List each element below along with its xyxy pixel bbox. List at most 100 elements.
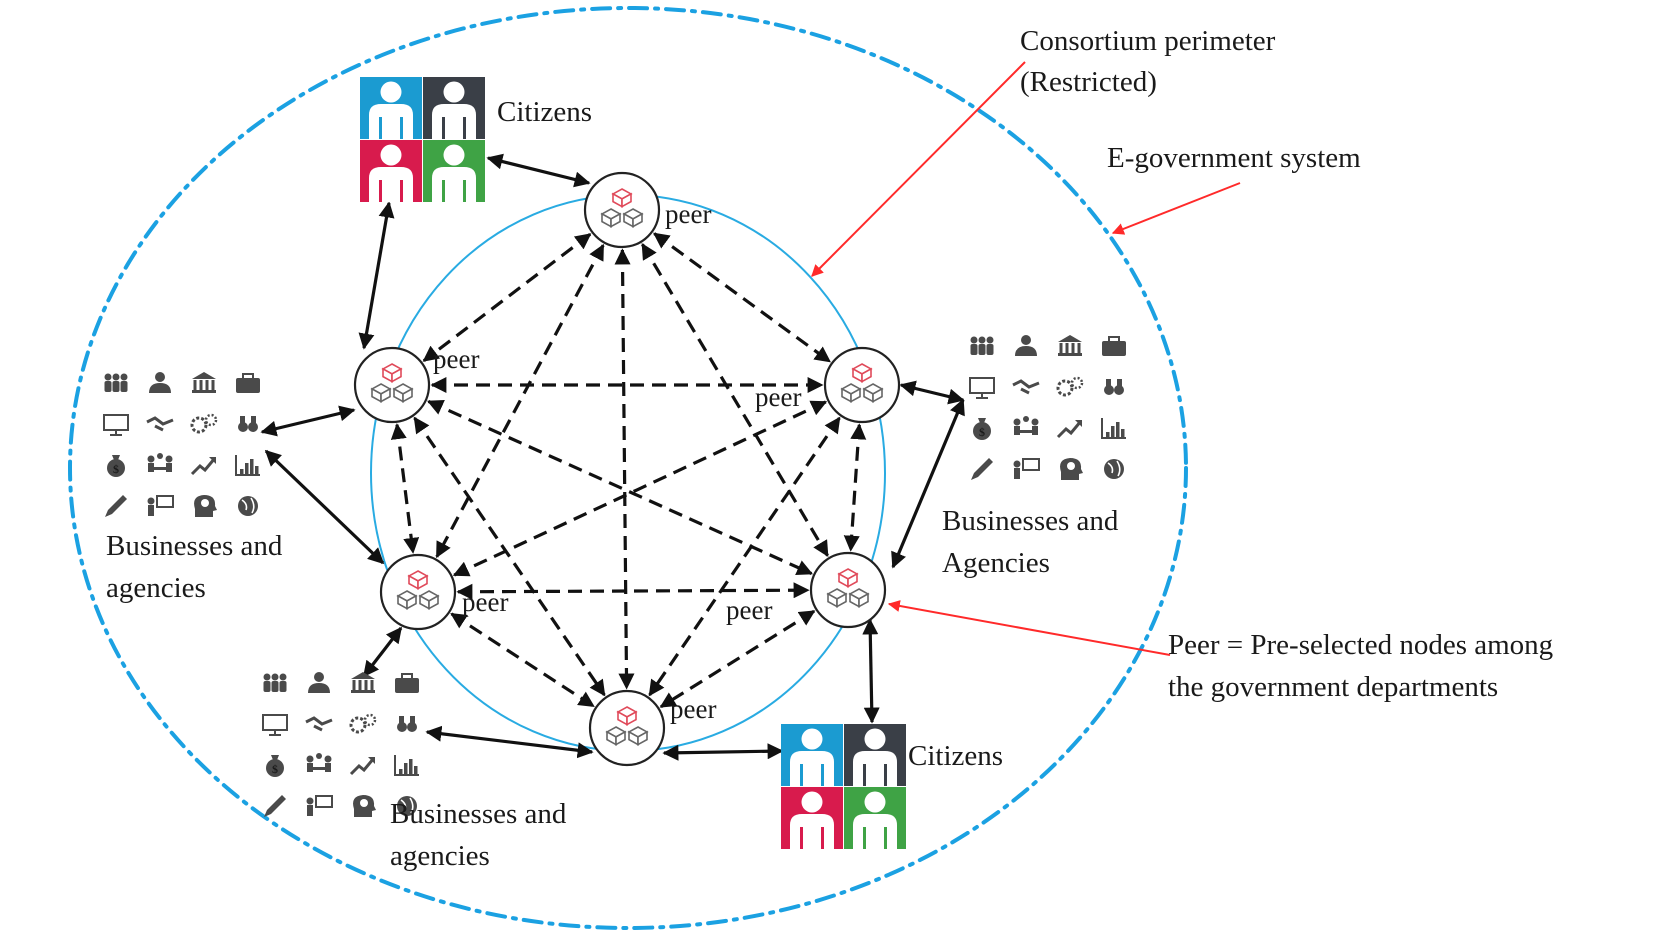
person-icon bbox=[853, 791, 897, 849]
peer-link-ul-lr bbox=[427, 399, 813, 576]
head-gear-icon bbox=[353, 795, 376, 817]
blockchain-cubes-icon bbox=[600, 188, 644, 228]
briefcase-icon bbox=[1102, 336, 1126, 356]
egov-label: E-government system bbox=[1107, 142, 1361, 174]
biz-bottom-label-line2: agencies bbox=[390, 840, 490, 872]
businessman-icon bbox=[308, 672, 330, 693]
svg-text:$: $ bbox=[979, 425, 985, 439]
presenter-icon bbox=[147, 495, 174, 516]
money-bag-icon: $ bbox=[973, 418, 991, 440]
link-biz-bottom-bot bbox=[425, 725, 594, 759]
peer-link-ul-bot bbox=[413, 416, 606, 697]
peer-link-ur-ll bbox=[452, 400, 828, 577]
presentation-screen-icon bbox=[103, 414, 129, 436]
gears-icon bbox=[1056, 376, 1084, 397]
peer-link-top-ll bbox=[435, 243, 605, 559]
peer-node-ur bbox=[823, 346, 901, 424]
link-citizens-top-top bbox=[486, 153, 591, 188]
peer-node-ll bbox=[379, 553, 457, 631]
bar-chart-icon bbox=[1101, 418, 1126, 439]
citizens-bottom-tiles bbox=[781, 724, 906, 849]
meeting-icon bbox=[306, 753, 332, 772]
biz-bottom-icons: $ bbox=[262, 672, 419, 817]
peer-link-ll-lr bbox=[456, 582, 810, 600]
link-biz-left-ul bbox=[260, 405, 356, 437]
peer-link-top-bot bbox=[614, 248, 635, 690]
head-gear-icon bbox=[194, 495, 217, 517]
business-icon-grids: $ $ $ bbox=[103, 335, 1126, 817]
bank-icon bbox=[351, 672, 375, 693]
pen-icon bbox=[264, 795, 286, 817]
biz-left-label-line1: Businesses and bbox=[106, 530, 283, 562]
svg-text:$: $ bbox=[113, 462, 119, 476]
consortium-label-line2: (Restricted) bbox=[1020, 66, 1157, 98]
peer-link-ur-bot bbox=[648, 416, 841, 697]
peer-def-pointer bbox=[887, 600, 1171, 656]
biz-bottom-label-line1: Businesses and bbox=[390, 798, 567, 830]
link-lr-citizens-bot bbox=[862, 618, 880, 724]
blockchain-cubes-icon bbox=[396, 570, 440, 610]
link-bot-citizens-bot bbox=[662, 743, 784, 761]
presentation-screen-icon bbox=[969, 377, 995, 399]
citizens-top-tiles bbox=[360, 77, 485, 202]
presentation-screen-icon bbox=[262, 714, 288, 736]
gears-icon bbox=[349, 713, 377, 734]
growth-arrow-icon bbox=[349, 757, 376, 776]
link-citizens-top-ul bbox=[358, 201, 395, 350]
people-group-icon bbox=[970, 336, 994, 355]
annotation-labels: Consortium perimeter (Restricted) E-gove… bbox=[1020, 25, 1553, 703]
biz-right-icons: $ bbox=[969, 335, 1126, 480]
people-group-icon bbox=[104, 373, 128, 392]
bank-icon bbox=[1058, 335, 1082, 356]
businessman-icon bbox=[1015, 335, 1037, 356]
annotation-pointers bbox=[811, 61, 1241, 656]
meeting-icon bbox=[147, 453, 173, 472]
biz-right-label-line2: Agencies bbox=[942, 547, 1050, 579]
peer-label-upper-right: peer bbox=[755, 382, 801, 412]
presenter-icon bbox=[1013, 458, 1040, 479]
svg-text:$: $ bbox=[272, 762, 278, 776]
bar-chart-icon bbox=[235, 455, 260, 476]
consortium-pointer bbox=[811, 61, 1026, 277]
peer-label-top: peer bbox=[665, 199, 711, 229]
citizen-groups bbox=[360, 77, 906, 849]
person-icon bbox=[432, 81, 476, 139]
head-gear-icon bbox=[1060, 458, 1083, 480]
globe-icon bbox=[238, 496, 258, 516]
blockchain-cubes-icon bbox=[605, 706, 649, 746]
peer-link-ul-ll bbox=[390, 423, 420, 554]
pen-icon bbox=[105, 495, 127, 517]
consortium-circle bbox=[370, 194, 886, 752]
link-ll-biz-bottom bbox=[362, 626, 403, 678]
citizens-top-label: Citizens bbox=[497, 96, 592, 128]
person-icon bbox=[369, 144, 413, 202]
peer-label-upper-left: peer bbox=[433, 344, 479, 374]
presenter-icon bbox=[306, 795, 333, 816]
link-biz-left-ll bbox=[264, 449, 385, 565]
peer-label-lower-right: peer bbox=[726, 595, 772, 625]
binoculars-icon bbox=[238, 416, 258, 432]
money-bag-icon: $ bbox=[266, 755, 284, 777]
peer-link-ll-bot bbox=[450, 612, 595, 708]
person-icon bbox=[790, 791, 834, 849]
growth-arrow-icon bbox=[1056, 420, 1083, 439]
biz-left-icons: $ bbox=[103, 372, 260, 517]
link-biz-right-lr bbox=[891, 398, 965, 569]
handshake-icon bbox=[1012, 379, 1040, 395]
handshake-icon bbox=[305, 716, 333, 732]
peer-nodes bbox=[353, 171, 901, 767]
group-labels: Citizens Citizens Businesses and agencie… bbox=[106, 96, 1119, 872]
businessman-icon bbox=[149, 372, 171, 393]
peer-link-top-lr bbox=[641, 243, 829, 557]
peer-link-top-ur bbox=[653, 232, 831, 363]
gears-icon bbox=[190, 413, 218, 434]
person-icon bbox=[369, 81, 413, 139]
briefcase-icon bbox=[395, 673, 419, 693]
growth-arrow-icon bbox=[190, 457, 217, 476]
blockchain-cubes-icon bbox=[826, 568, 870, 608]
binoculars-icon bbox=[397, 716, 417, 732]
biz-left-label-line2: agencies bbox=[106, 572, 206, 604]
peer-link-top-ul bbox=[422, 232, 592, 363]
peer-label-lower-left: peer bbox=[462, 587, 508, 617]
